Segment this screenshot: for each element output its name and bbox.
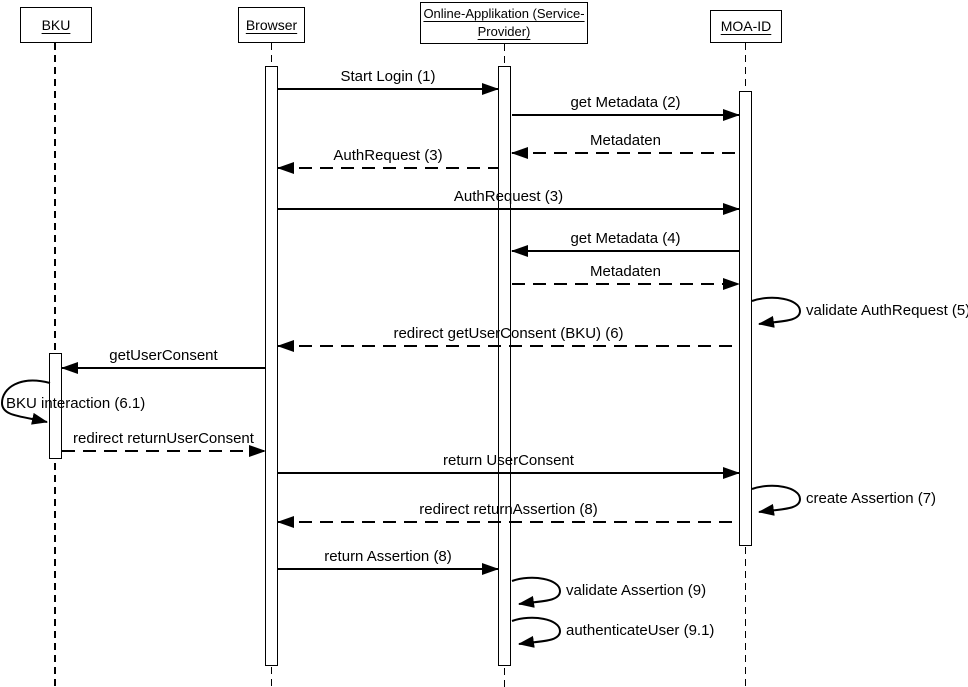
self-loop-arrow bbox=[0, 379, 51, 425]
message-redirect-returnuserconsent: redirect returnUserConsent bbox=[62, 430, 266, 457]
message-label: get Metadata (2) bbox=[570, 94, 681, 111]
actor-online-applikation: Online-Applikation (Service- Provider) bbox=[420, 2, 588, 44]
actor-bku-label: BKU bbox=[41, 16, 71, 33]
message-label: redirect returnUserConsent bbox=[73, 430, 254, 447]
arrowhead bbox=[482, 83, 499, 95]
message-label: Metadaten bbox=[590, 132, 661, 149]
message-line bbox=[278, 345, 739, 347]
message-authenticateuser-9-1: authenticateUser (9.1) bbox=[510, 616, 714, 655]
self-loop-arrow bbox=[511, 616, 562, 648]
message-label: get Metadata (4) bbox=[570, 230, 681, 247]
message-getuserconsent: getUserConsent bbox=[61, 347, 265, 374]
message-authrequest-3-to-moa-id: AuthRequest (3) bbox=[278, 188, 740, 215]
message-line bbox=[512, 114, 739, 116]
message-authrequest-3-to-browser: AuthRequest (3) bbox=[277, 147, 498, 174]
message-label: BKU interaction (6.1) bbox=[6, 395, 146, 412]
message-line bbox=[512, 283, 739, 285]
actor-bku: BKU bbox=[20, 7, 92, 43]
message-line bbox=[62, 367, 265, 369]
message-line bbox=[62, 450, 265, 452]
message-validate-assertion-9: validate Assertion (9) bbox=[510, 576, 706, 615]
actor-moa-id: MOA-ID bbox=[710, 10, 782, 43]
actor-browser-label: Browser bbox=[245, 16, 298, 33]
message-line bbox=[278, 208, 739, 210]
arrowhead bbox=[277, 516, 294, 528]
arrowhead bbox=[723, 203, 740, 215]
arrowhead bbox=[482, 563, 499, 575]
arrowhead bbox=[249, 445, 266, 457]
arrowhead bbox=[511, 147, 528, 159]
message-label: return UserConsent bbox=[443, 452, 574, 469]
message-line bbox=[278, 88, 498, 90]
message-label: authenticateUser (9.1) bbox=[566, 622, 715, 639]
actor-browser: Browser bbox=[238, 7, 305, 43]
message-line bbox=[278, 568, 498, 570]
message-line bbox=[278, 167, 498, 169]
message-line bbox=[278, 521, 739, 523]
arrowhead bbox=[277, 162, 294, 174]
message-start-login-1: Start Login (1) bbox=[278, 68, 499, 95]
message-label: redirect getUserConsent (BKU) (6) bbox=[393, 325, 624, 342]
activation-moa-id bbox=[739, 91, 752, 546]
message-label: validate Assertion (9) bbox=[566, 582, 707, 599]
message-label: redirect returnAssertion (8) bbox=[419, 501, 598, 518]
message-validate-authrequest-5: validate AuthRequest (5) bbox=[750, 296, 968, 335]
self-loop-arrow bbox=[511, 576, 562, 608]
message-metadaten-reply-2: Metadaten bbox=[511, 132, 739, 159]
message-label: AuthRequest (3) bbox=[333, 147, 443, 164]
message-label: getUserConsent bbox=[109, 347, 218, 364]
message-redirect-getuserconsent-6: redirect getUserConsent (BKU) (6) bbox=[277, 325, 739, 352]
self-loop-arrow bbox=[751, 484, 802, 516]
actor-online-applikation-label-line2: Provider) bbox=[477, 24, 531, 39]
message-metadaten-reply-4: Metadaten bbox=[512, 263, 740, 290]
message-label: validate AuthRequest (5) bbox=[806, 302, 968, 319]
activation-browser bbox=[265, 66, 278, 666]
message-create-assertion-7: create Assertion (7) bbox=[750, 484, 936, 523]
message-label: Metadaten bbox=[590, 263, 661, 280]
message-line bbox=[278, 472, 739, 474]
message-label: AuthRequest (3) bbox=[453, 188, 564, 205]
arrowhead bbox=[511, 245, 528, 257]
message-get-metadata-2: get Metadata (2) bbox=[512, 94, 740, 121]
self-loop-arrow bbox=[751, 296, 802, 328]
arrowhead bbox=[61, 362, 78, 374]
arrowhead bbox=[723, 278, 740, 290]
message-bku-interaction-6-1: BKU interaction (6.1) bbox=[0, 378, 145, 433]
arrowhead bbox=[723, 467, 740, 479]
message-label: create Assertion (7) bbox=[806, 490, 937, 507]
actor-online-applikation-label-line1: Online-Applikation (Service- bbox=[423, 6, 585, 22]
message-line bbox=[512, 152, 739, 154]
message-line bbox=[512, 250, 739, 252]
activation-bku bbox=[49, 353, 62, 459]
message-redirect-returnassertion-8: redirect returnAssertion (8) bbox=[277, 501, 739, 528]
arrowhead bbox=[723, 109, 740, 121]
message-return-assertion-8: return Assertion (8) bbox=[278, 548, 499, 575]
activation-online-applikation bbox=[498, 66, 511, 666]
message-label: Start Login (1) bbox=[340, 68, 436, 85]
message-label: return Assertion (8) bbox=[324, 548, 452, 565]
message-return-userconsent: return UserConsent bbox=[278, 452, 740, 479]
arrowhead bbox=[277, 340, 294, 352]
actor-moa-id-label: MOA-ID bbox=[720, 18, 772, 35]
message-get-metadata-4: get Metadata (4) bbox=[511, 230, 739, 257]
